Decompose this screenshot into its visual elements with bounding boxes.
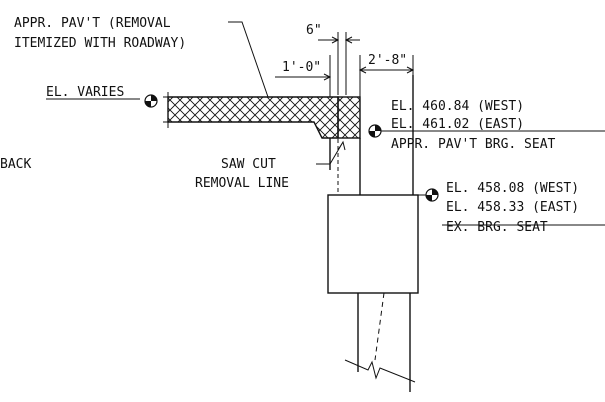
el-46102-east-label: EL. 461.02 (EAST) <box>391 117 524 132</box>
elevation-marker-icon <box>425 188 439 202</box>
elevation-marker-icon <box>368 124 382 138</box>
appr-pavt-label-line1: APPR. PAV'T (REMOVAL <box>14 16 171 31</box>
dim-1ft0-line <box>275 73 332 81</box>
column-break-line <box>344 359 416 383</box>
elevation-marker-icon <box>144 94 158 108</box>
column-hidden-line <box>374 292 385 361</box>
slab-break-mark <box>163 92 173 128</box>
dim-1ft0-label: 1'-0" <box>282 60 321 75</box>
saw-cut-label: SAW CUT <box>221 157 276 172</box>
removal-block <box>337 96 361 139</box>
dim-6in-label: 6" <box>306 23 322 38</box>
removal-line-label: REMOVAL LINE <box>195 176 289 191</box>
existing-bearing-block <box>327 194 419 294</box>
dim-2ft8-line <box>358 66 415 74</box>
el-45833-east-label: EL. 458.33 (EAST) <box>446 200 579 215</box>
back-label: BACK <box>0 157 31 172</box>
saw-cut-leader <box>316 140 346 165</box>
appr-brg-seat-label: APPR. PAV'T BRG. SEAT <box>391 137 556 152</box>
el-45808-west-label: EL. 458.08 (WEST) <box>446 181 579 196</box>
appr-pavt-leader <box>228 21 269 98</box>
el-46084-west-label: EL. 460.84 (WEST) <box>391 99 524 114</box>
dim-6in-arrows <box>318 36 360 44</box>
dim-2ft8-label: 2'-8" <box>368 53 407 68</box>
ex-brg-seat-label: EX. BRG. SEAT <box>446 220 548 235</box>
el-varies-label: EL. VARIES <box>46 85 124 100</box>
appr-pavt-label-line2: ITEMIZED WITH ROADWAY) <box>14 36 186 51</box>
approach-pavement-slab <box>167 96 339 139</box>
